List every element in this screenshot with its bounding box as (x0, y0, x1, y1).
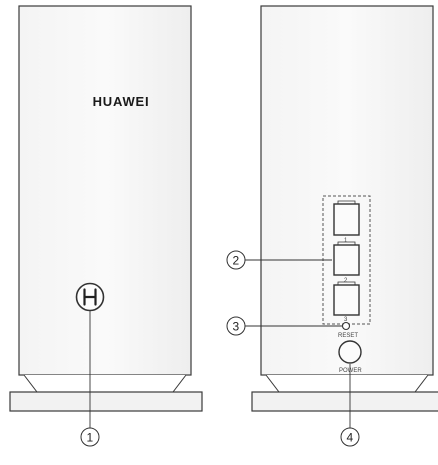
brand-logo-text: HUAWEI (92, 94, 150, 109)
callout-number: 2 (233, 254, 240, 268)
h-logo-icon (83, 288, 97, 306)
power-label: POWER (339, 368, 362, 374)
back-router-neck (265, 374, 429, 393)
callout-number: 1 (87, 431, 94, 445)
front-view (9, 5, 203, 412)
ethernet-port (333, 281, 360, 316)
port-number-label: 1 (344, 238, 348, 244)
callout-2: 2 (226, 250, 246, 270)
front-router-neck (23, 374, 187, 393)
callout-lines (89, 259, 351, 428)
front-router-base (9, 391, 203, 412)
reset-label: RESET (338, 333, 358, 339)
back-view: 1 2 3 RESET POWER (251, 5, 438, 412)
port-number-label: 3 (344, 317, 348, 323)
callout-number: 3 (233, 320, 240, 334)
front-router-body (18, 5, 192, 376)
callout-4: 4 (340, 427, 360, 447)
callout-number: 4 (347, 431, 354, 445)
ethernet-port (333, 241, 360, 276)
back-router-base (251, 391, 438, 412)
front-logo-button (75, 282, 105, 312)
reset-hole (341, 321, 351, 331)
port-number-label: 2 (344, 278, 348, 284)
ethernet-port (333, 200, 360, 236)
callout-1: 1 (80, 427, 100, 447)
power-button (338, 340, 362, 364)
callout-3: 3 (226, 316, 246, 336)
